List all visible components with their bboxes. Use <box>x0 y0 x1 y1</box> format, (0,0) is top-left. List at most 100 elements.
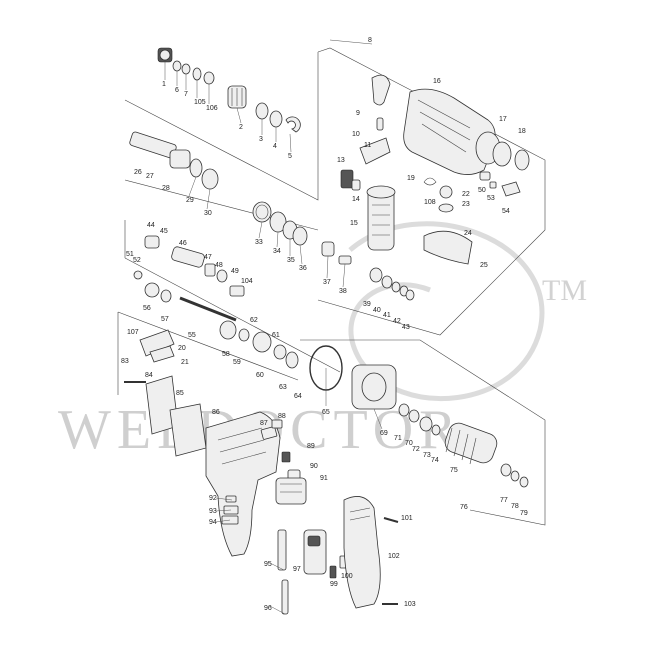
part-71 <box>408 409 420 423</box>
label-44: 44 <box>147 222 155 229</box>
label-70: 70 <box>405 440 413 447</box>
label-33: 33 <box>255 239 263 246</box>
label-86: 86 <box>212 409 220 416</box>
part-52 <box>133 270 143 280</box>
watermark-trademark: TM <box>542 274 587 307</box>
front-housing-assembly <box>340 74 530 265</box>
label-92: 92 <box>209 495 217 502</box>
label-22: 22 <box>462 191 470 198</box>
label-54: 54 <box>502 208 510 215</box>
label-96: 96 <box>264 605 272 612</box>
label-51: 51 <box>126 251 134 258</box>
label-40: 40 <box>373 307 381 314</box>
part-3 <box>255 102 269 120</box>
part-91 <box>275 477 307 505</box>
label-39: 39 <box>363 301 371 308</box>
label-76: 76 <box>460 504 468 511</box>
part-5 <box>285 116 301 133</box>
label-45: 45 <box>160 228 168 235</box>
label-2: 2 <box>239 124 243 131</box>
part-18 <box>514 149 530 171</box>
part-59 <box>238 328 250 342</box>
label-41: 41 <box>383 312 391 319</box>
motor-assembly <box>351 364 529 488</box>
part-17 <box>492 141 512 167</box>
label-75: 75 <box>450 467 458 474</box>
label-4: 4 <box>273 143 277 150</box>
label-90: 90 <box>310 463 318 470</box>
part-39 <box>369 267 383 283</box>
part-4 <box>269 110 283 128</box>
label-48: 48 <box>215 262 223 269</box>
part-23 <box>438 203 454 213</box>
part-6 <box>172 60 182 72</box>
part-47 <box>204 263 216 277</box>
label-25: 25 <box>480 262 488 269</box>
label-69: 69 <box>380 430 388 437</box>
label-93: 93 <box>209 508 217 515</box>
part-1 <box>157 47 173 63</box>
part-15 <box>366 185 396 251</box>
label-30: 30 <box>204 210 212 217</box>
label-20: 20 <box>178 345 186 352</box>
label-7: 7 <box>184 91 188 98</box>
label-57: 57 <box>161 316 169 323</box>
part-20 <box>139 329 175 357</box>
part-50 <box>479 171 491 181</box>
part-89 <box>281 451 291 463</box>
label-62: 62 <box>250 317 258 324</box>
label-38: 38 <box>339 288 347 295</box>
part-2 <box>227 85 247 109</box>
part-87 <box>260 426 278 440</box>
label-79: 79 <box>520 510 528 517</box>
part-30 <box>201 168 219 190</box>
part-64 <box>285 351 299 369</box>
part-22 <box>439 185 453 199</box>
label-36: 36 <box>299 265 307 272</box>
part-49 <box>229 285 245 297</box>
part-16 <box>403 88 501 175</box>
part-57 <box>160 289 172 303</box>
label-102: 102 <box>388 553 400 560</box>
label-8: 8 <box>368 37 372 44</box>
label-16: 16 <box>433 78 441 85</box>
part-40 <box>381 275 393 289</box>
label-55: 55 <box>188 332 196 339</box>
part-45 <box>144 235 160 249</box>
label-17: 17 <box>499 116 507 123</box>
label-88: 88 <box>278 413 286 420</box>
part-58 <box>219 320 237 340</box>
label-3: 3 <box>259 136 263 143</box>
part-46 <box>171 246 205 268</box>
label-29: 29 <box>186 197 194 204</box>
part-75 <box>444 422 498 465</box>
label-10: 10 <box>352 131 360 138</box>
label-63: 63 <box>279 384 287 391</box>
label-53: 53 <box>487 195 495 202</box>
part-38 <box>338 255 352 265</box>
label-28: 28 <box>162 185 170 192</box>
label-89: 89 <box>307 443 315 450</box>
label-9: 9 <box>356 110 360 117</box>
part-77 <box>500 463 512 477</box>
part-79 <box>519 476 529 488</box>
label-97: 97 <box>293 566 301 573</box>
part-24 <box>423 230 473 265</box>
part-21 <box>149 345 175 363</box>
part-13 <box>340 169 354 189</box>
housing-assembly <box>124 375 399 615</box>
label-94: 94 <box>209 519 217 526</box>
label-85: 85 <box>176 390 184 397</box>
label-56: 56 <box>143 305 151 312</box>
part-101 <box>383 517 399 523</box>
label-59: 59 <box>233 359 241 366</box>
label-71: 71 <box>394 435 402 442</box>
label-103: 103 <box>404 601 416 608</box>
label-65: 65 <box>322 409 330 416</box>
part-85 <box>169 403 207 457</box>
part-56 <box>144 282 160 298</box>
label-15: 15 <box>350 220 358 227</box>
label-99: 99 <box>330 581 338 588</box>
part-70 <box>398 403 410 417</box>
